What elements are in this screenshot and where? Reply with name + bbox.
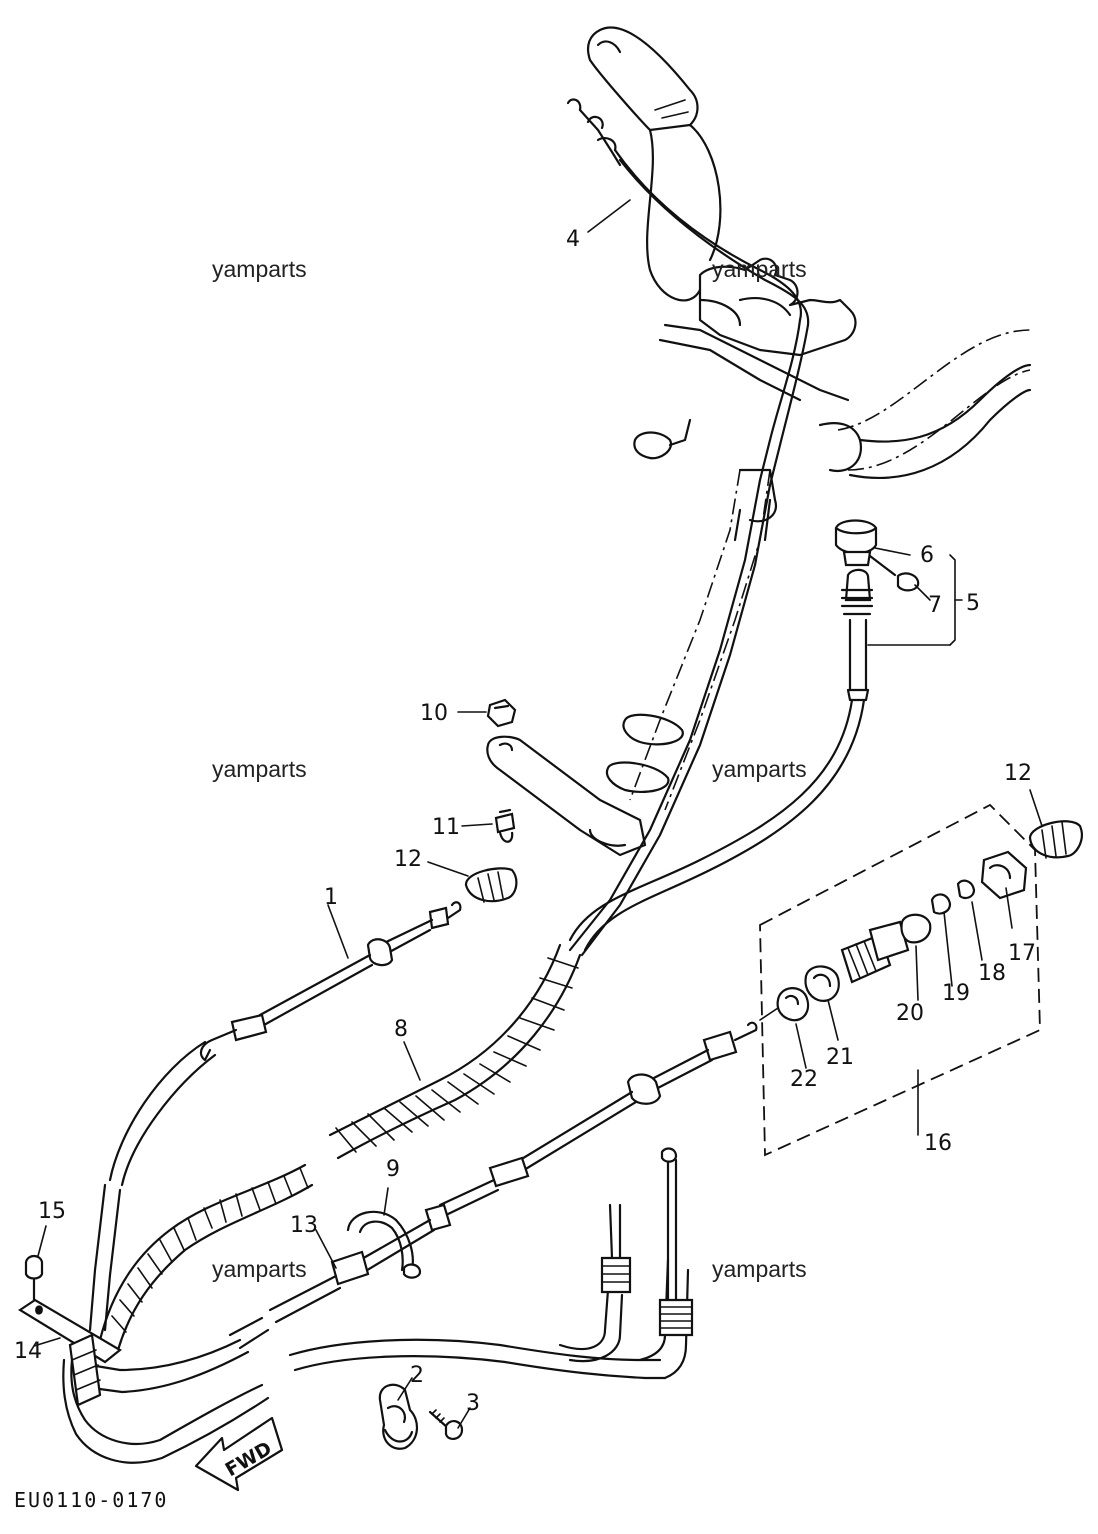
cable-from-fitting [568, 698, 866, 952]
callout-7: 7 [928, 593, 942, 618]
callout-9: 9 [386, 1157, 400, 1182]
cable-13 [228, 1021, 758, 1350]
callout-1: 1 [324, 885, 338, 910]
watermark-4: yamparts [712, 756, 807, 782]
watermark-1: yamparts [212, 256, 307, 282]
callout-19: 19 [942, 981, 970, 1006]
callout-17: 17 [1008, 941, 1036, 966]
steering-column [605, 257, 857, 811]
clip-9 [346, 1210, 422, 1279]
callout-6: 6 [920, 543, 934, 568]
mounting-bracket [486, 735, 647, 857]
callout-5: 5 [966, 591, 980, 616]
clamp-2 [378, 1383, 418, 1450]
nut-10 [486, 698, 517, 728]
watermark-2: yamparts [712, 256, 807, 282]
callout-8: 8 [394, 1017, 408, 1042]
callout-20: 20 [896, 1001, 924, 1026]
callout-11: 11 [432, 815, 460, 840]
handlebar-grip [586, 26, 722, 302]
watermark-5: yamparts [212, 1256, 307, 1282]
callout-21: 21 [826, 1045, 854, 1070]
callout-12-right: 12 [1004, 761, 1032, 786]
group-16-box [759, 803, 1041, 1157]
cable-4 [566, 98, 810, 957]
callout-10: 10 [420, 701, 448, 726]
callout-14: 14 [14, 1339, 42, 1364]
ball-joint-11 [494, 808, 516, 843]
leader-lines [33, 199, 1043, 1429]
fwd-label: FWD [222, 1437, 276, 1481]
lower-cable-runs [62, 1147, 694, 1464]
cable-1 [88, 901, 462, 1332]
watermark-6: yamparts [712, 1256, 807, 1282]
handlebar-right [818, 329, 1032, 479]
callout-22: 22 [790, 1067, 818, 1092]
bracket-14 [17, 1298, 122, 1407]
drawing-code: EU0110-0170 [14, 1488, 169, 1512]
fitting-assembly [834, 519, 920, 702]
callout-2: 2 [410, 1363, 424, 1388]
watermark-3: yamparts [212, 756, 307, 782]
callout-3: 3 [466, 1391, 480, 1416]
callout-12-left: 12 [394, 847, 422, 872]
callout-18: 18 [978, 961, 1006, 986]
callout-4: 4 [566, 227, 580, 252]
fwd-arrow: FWD [194, 1416, 284, 1492]
callout-13: 13 [290, 1213, 318, 1238]
bolt-15 [24, 1254, 44, 1302]
callout-15: 15 [38, 1199, 66, 1224]
screw-3 [428, 1409, 464, 1440]
exploded-parts-16 [776, 820, 1083, 1022]
cable-8-wrapped [98, 943, 582, 1352]
callout-labels: 1 2 3 4 5 6 7 8 9 10 11 12 12 13 14 15 1… [14, 227, 1036, 1416]
callout-16: 16 [924, 1131, 952, 1156]
sleeve-12-left [464, 867, 518, 903]
